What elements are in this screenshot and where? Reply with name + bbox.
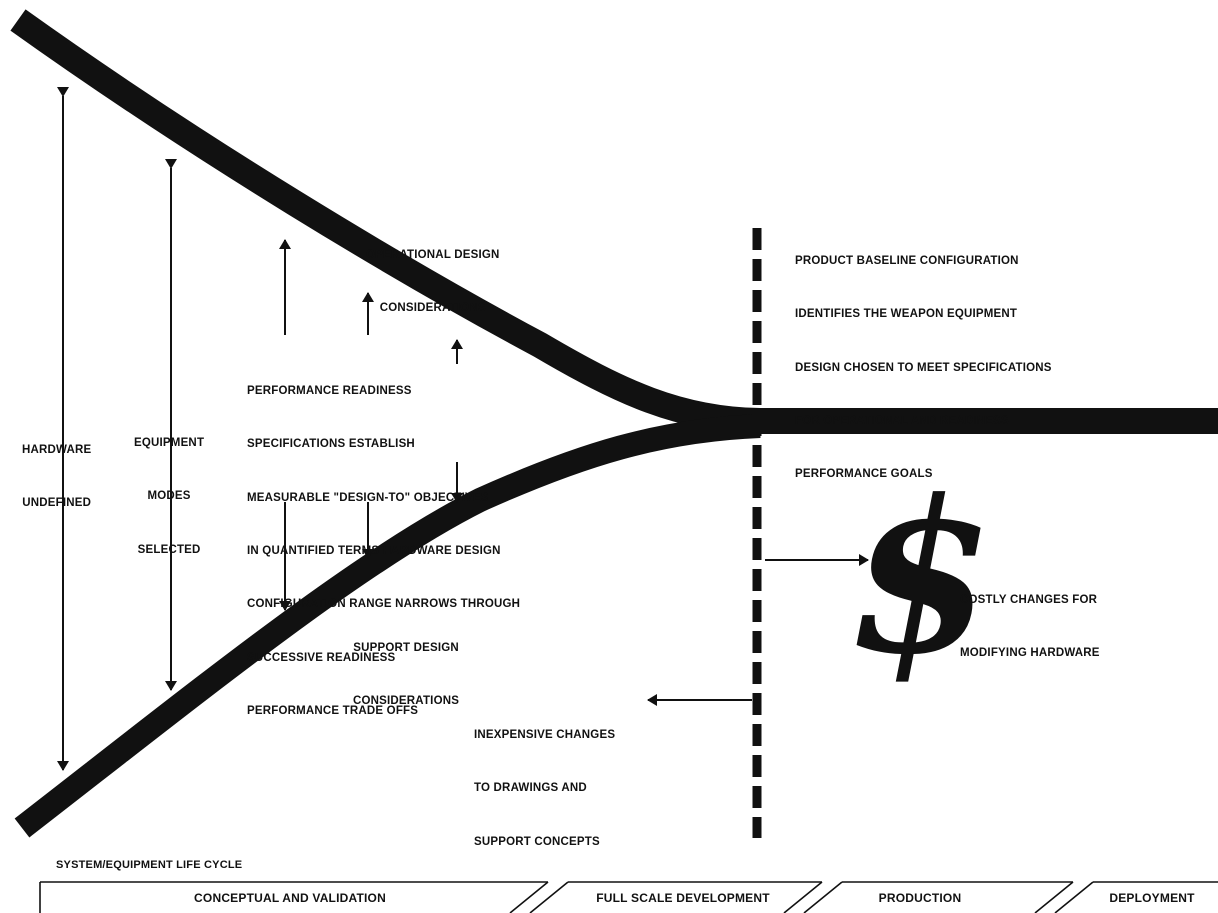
operational-design-label: OPERATIONAL DESIGN CONSIDERATIONS bbox=[366, 248, 500, 315]
inexpensive-changes-label: INEXPENSIVE CHANGES TO DRAWINGS AND SUPP… bbox=[474, 728, 616, 848]
phase-conceptual: CONCEPTUAL AND VALIDATION bbox=[194, 891, 386, 905]
lower-funnel-curve bbox=[14, 414, 761, 838]
product-baseline-label: PRODUCT BASELINE CONFIGURATION IDENTIFIE… bbox=[795, 254, 1052, 481]
support-design-label: SUPPORT DESIGN CONSIDERATIONS bbox=[353, 641, 460, 708]
hardware-undefined-label: HARDWARE UNDEFINED bbox=[22, 443, 92, 510]
phase-full-scale-development: FULL SCALE DEVELOPMENT bbox=[596, 891, 770, 905]
lifecycle-title: SYSTEM/EQUIPMENT LIFE CYCLE bbox=[56, 859, 243, 871]
phase-deployment: DEPLOYMENT bbox=[1109, 891, 1195, 905]
equipment-modes-label: EQUIPMENT MODES SELECTED bbox=[134, 436, 205, 556]
performance-readiness-label: PERFORMANCE READINESS SPECIFICATIONS EST… bbox=[247, 384, 521, 718]
lifecycle-band bbox=[39, 881, 1218, 913]
dollar-icon: $ bbox=[848, 454, 995, 701]
upper-funnel-curve bbox=[10, 9, 1218, 434]
phase-production: PRODUCTION bbox=[878, 891, 962, 905]
costly-changes-label: COSTLY CHANGES FOR MODIFYING HARDWARE bbox=[960, 593, 1100, 660]
